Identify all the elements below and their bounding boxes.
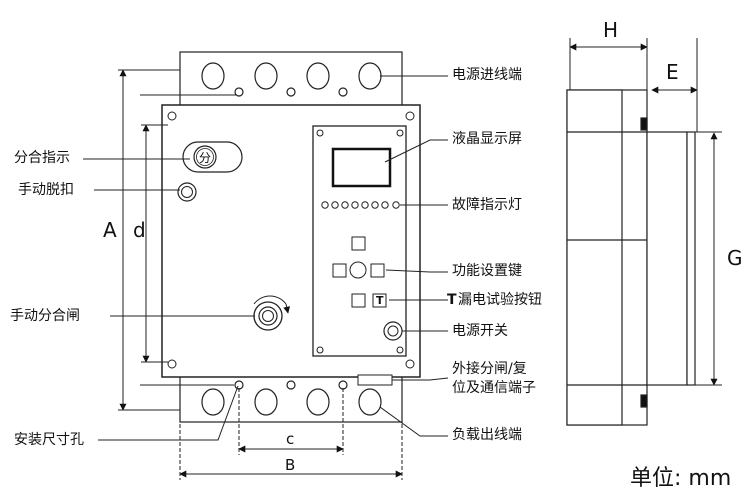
dim-E [651,38,698,132]
label-power-in: 电源进线端 [452,67,522,83]
dim-label-c: c [286,430,295,448]
dim-B [179,424,403,480]
dim-label-G: G [727,246,743,270]
label-split-indicator: 分合指示 [14,150,70,166]
label-manual-switch: 手动分合闸 [10,308,80,324]
dim-label-d: d [133,218,146,242]
lcd-screen [331,147,392,188]
external-terminal-block [357,374,393,386]
label-manual-trip: 手动脱扣 [18,182,74,198]
dim-label-A: A [103,218,117,242]
top-terminal-holes [201,62,382,97]
label-leak-test: 漏电试验按钮 [458,292,542,308]
label-lcd: 液晶显示屏 [452,131,522,147]
test-symbol: T [376,294,384,307]
label-external-terminal-1: 外接分闸/复 [452,361,527,377]
dim-c [238,388,344,455]
label-external-terminal-2: 位及通信端子 [452,380,536,396]
label-load-out: 负载出线端 [452,427,522,443]
split-symbol: 分 [199,151,212,165]
dim-H [569,38,648,90]
dim-G [695,131,722,386]
function-keys[interactable] [332,236,385,308]
label-fault-led: 故障指示灯 [452,197,522,213]
dim-A [118,69,180,411]
label-power-switch: 电源开关 [452,323,508,339]
bottom-terminal-holes [201,380,382,416]
dim-label-H: H [603,18,619,42]
left-callouts [83,158,255,441]
right-callouts [379,75,449,437]
label-leak-test-prefix: T [447,292,457,308]
dim-label-B: B [285,456,296,474]
unit-label: 单位: mm [630,466,732,491]
dim-label-E: E [666,60,679,84]
corner-screws [167,111,415,369]
side-view [566,89,696,426]
label-mount-hole: 安装尺寸孔 [14,432,84,448]
leak-test-button[interactable] [372,293,387,308]
fault-leds [321,201,400,209]
label-function-key: 功能设置键 [452,263,522,279]
dim-d [140,94,236,386]
